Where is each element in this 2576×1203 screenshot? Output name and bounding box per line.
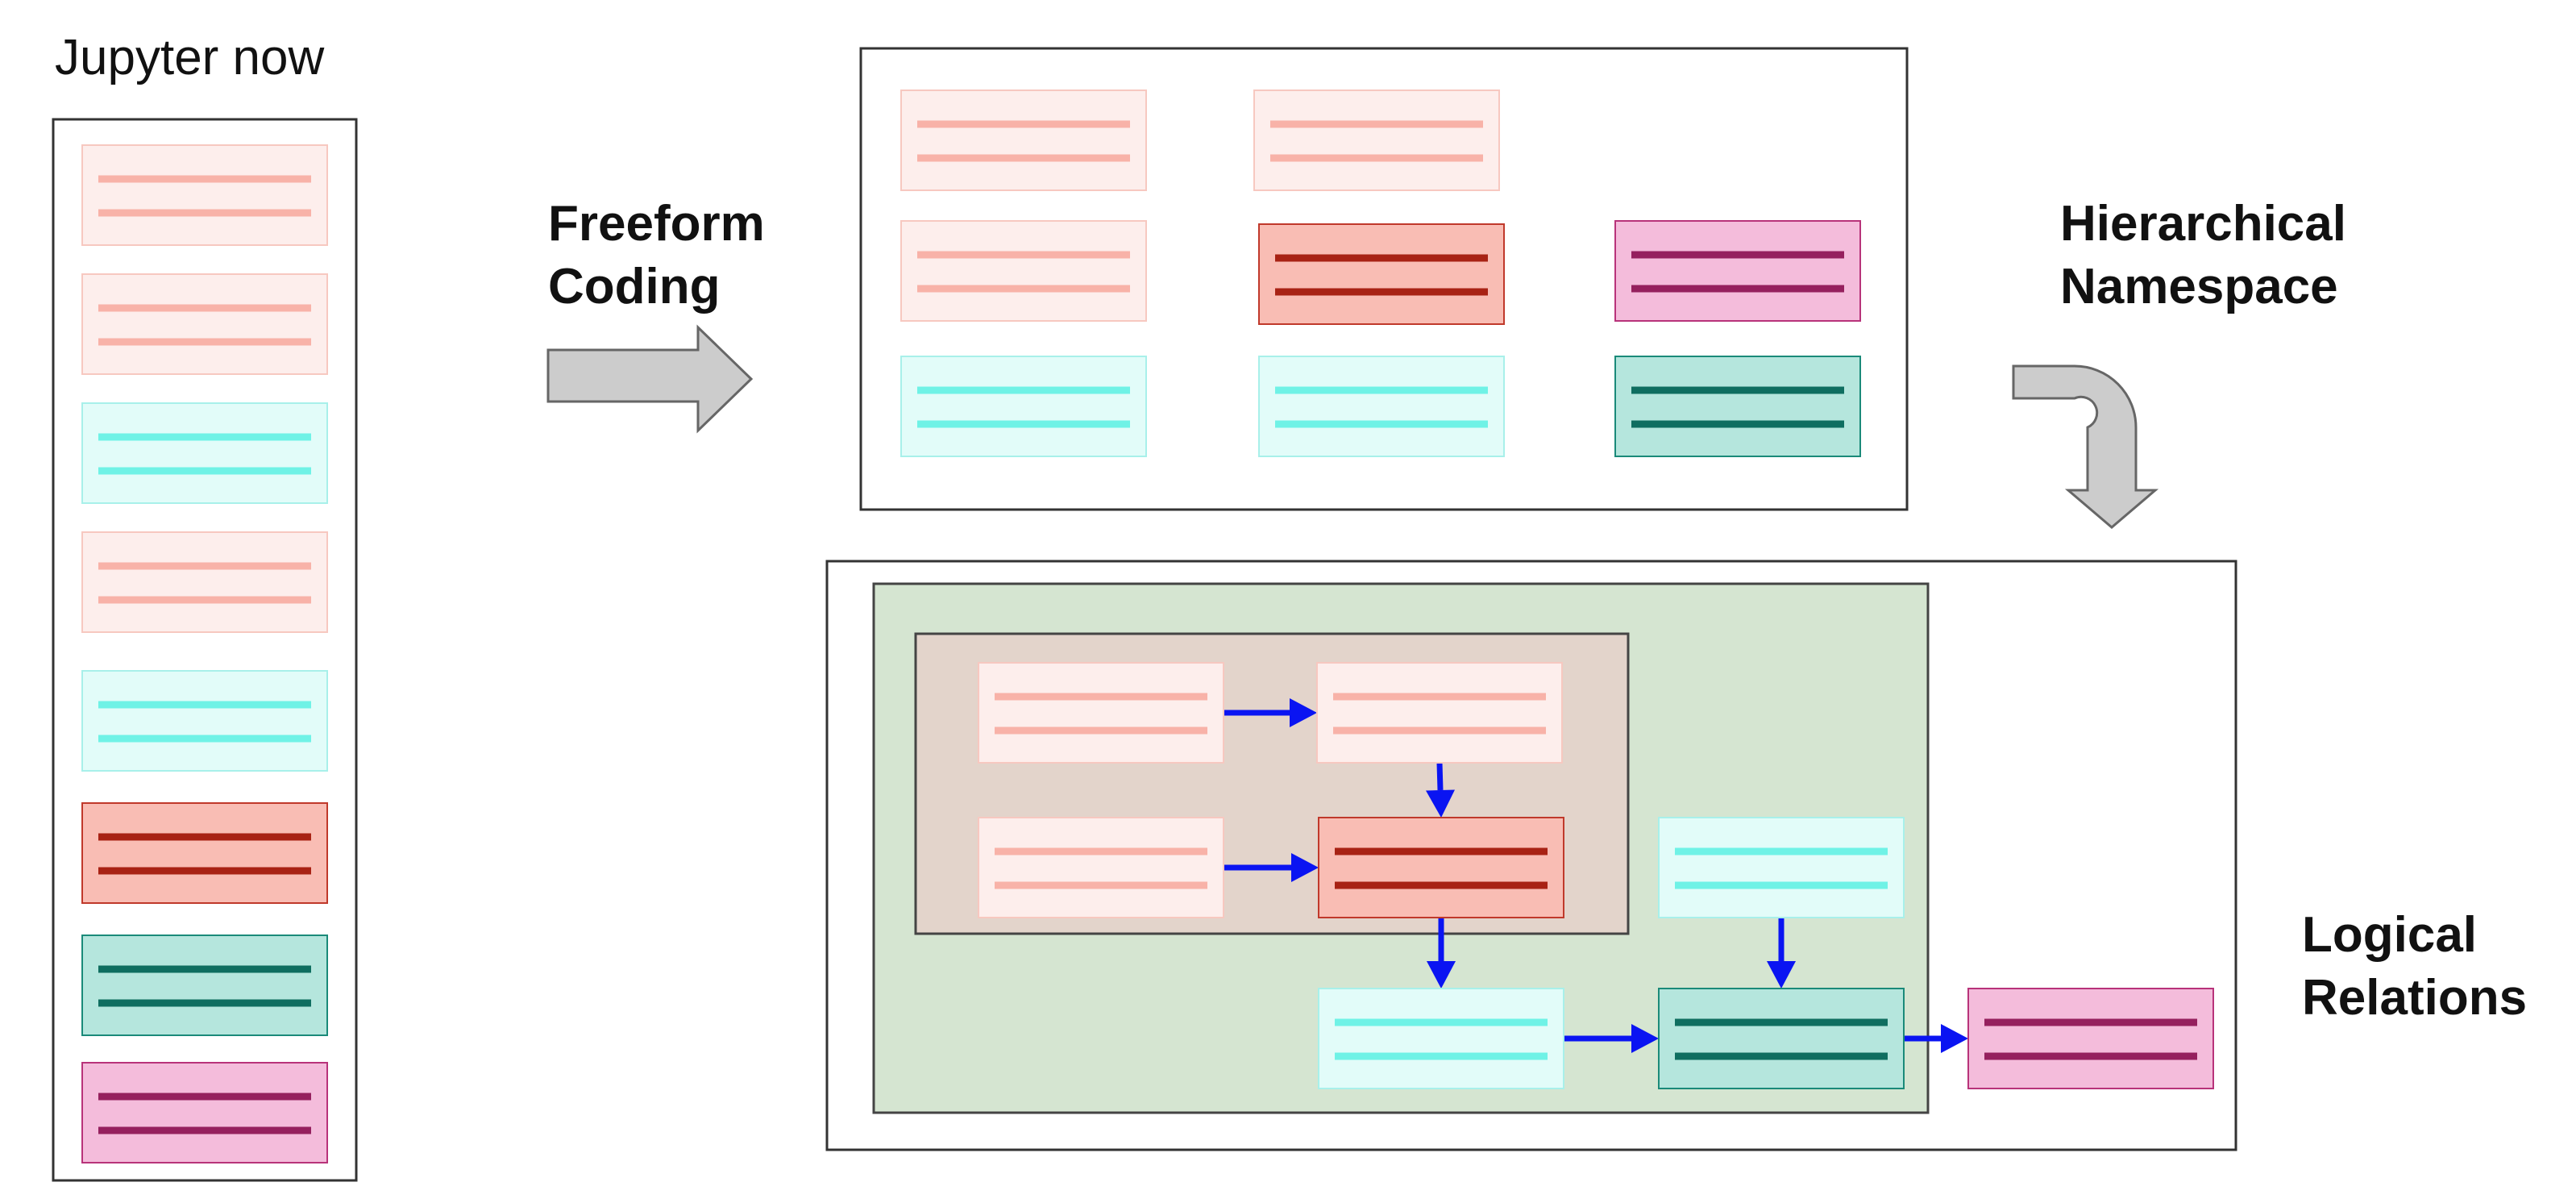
- logical-label-line1: Logical: [2302, 907, 2477, 963]
- logical-cells: [978, 662, 2214, 1089]
- jupyter-cell-3-box: [81, 402, 328, 504]
- jupyter-cell-4-box: [81, 531, 328, 633]
- logical-cell-1-box: [978, 662, 1224, 764]
- freeform-cell-5-box: [1614, 220, 1861, 322]
- jupyter-cell-1: [81, 144, 328, 246]
- edge-6-to-7: [1564, 1024, 1659, 1053]
- edge-2-to-4: [1426, 762, 1455, 818]
- hierarchical-curved-arrow: [2012, 364, 2159, 529]
- freeform-cell-2: [1253, 89, 1500, 191]
- jupyter-cell-6-box: [81, 802, 328, 904]
- freeform-cell-6-box: [900, 356, 1147, 457]
- freeform-cells: [900, 89, 1861, 457]
- hierarchical-label-line1: Hierarchical: [2060, 196, 2346, 252]
- logical-cell-2-box: [1316, 662, 1563, 764]
- freeform-cell-3-box: [900, 220, 1147, 322]
- jupyter-cell-8: [81, 1062, 328, 1163]
- hierarchical-label-line2: Namespace: [2060, 259, 2338, 314]
- jupyter-cell-2: [81, 273, 328, 375]
- freeform-cell-3: [900, 220, 1147, 322]
- freeform-cell-5: [1614, 220, 1861, 322]
- edge-1-to-2: [1224, 698, 1317, 727]
- jupyter-cell-2-box: [81, 273, 328, 375]
- logical-cell-6: [1318, 988, 1564, 1089]
- freeform-cell-1: [900, 89, 1147, 191]
- logical-cell-7: [1658, 988, 1905, 1089]
- jupyter-cell-7: [81, 935, 328, 1036]
- jupyter-cell-6: [81, 802, 328, 904]
- logical-cell-3: [978, 817, 1224, 918]
- freeform-cell-8: [1614, 356, 1861, 457]
- jupyter-cell-8-box: [81, 1062, 328, 1163]
- jupyter-cell-5: [81, 670, 328, 772]
- freeform-cell-7: [1258, 356, 1505, 457]
- logical-cell-2: [1316, 662, 1563, 764]
- edge-4-to-6: [1427, 918, 1456, 989]
- logical-cell-1: [978, 662, 1224, 764]
- freeform-cell-8-box: [1614, 356, 1861, 457]
- logical-cell-4-box: [1318, 817, 1564, 918]
- jupyter-cell-3: [81, 402, 328, 504]
- logical-cell-4: [1318, 817, 1564, 918]
- jupyter-now-cells: [81, 144, 328, 1163]
- freeform-cell-4-box: [1258, 223, 1505, 325]
- jupyter-now-label: Jupyter now: [55, 30, 325, 85]
- logical-cell-6-box: [1318, 988, 1564, 1089]
- jupyter-cell-4: [81, 531, 328, 633]
- jupyter-cell-7-box: [81, 935, 328, 1036]
- freeform-cell-6: [900, 356, 1147, 457]
- edge-3-to-4: [1224, 853, 1319, 882]
- logical-edges: [1224, 698, 1968, 1053]
- jupyter-cell-5-box: [81, 670, 328, 772]
- freeform-cell-1-box: [900, 89, 1147, 191]
- edge-7-to-8: [1904, 1024, 1968, 1053]
- logical-cell-8-box: [1967, 988, 2214, 1089]
- logical-cell-8: [1967, 988, 2214, 1089]
- jupyter-cell-1-box: [81, 144, 328, 246]
- freeform-cell-7-box: [1258, 356, 1505, 457]
- logical-label-line2: Relations: [2302, 970, 2527, 1026]
- freeform-label-line1: Freeform: [548, 196, 765, 252]
- freeform-cell-4: [1258, 223, 1505, 325]
- freeform-label-line2: Coding: [548, 259, 721, 314]
- logical-cell-5-box: [1658, 817, 1905, 918]
- logical-cell-5: [1658, 817, 1905, 918]
- freeform-block-arrow: [546, 324, 754, 434]
- logical-cell-3-box: [978, 817, 1224, 918]
- edge-5-to-7: [1767, 918, 1796, 989]
- logical-cell-7-box: [1658, 988, 1905, 1089]
- freeform-cell-2-box: [1253, 89, 1500, 191]
